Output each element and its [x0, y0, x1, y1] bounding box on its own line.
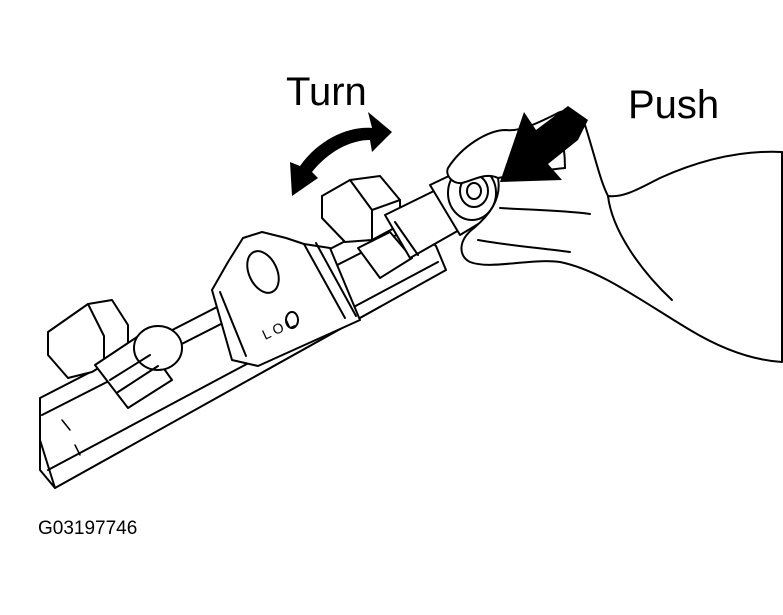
push-label: Push [628, 83, 719, 127]
turn-label: Turn [286, 70, 367, 114]
lower-injector [47, 299, 183, 409]
figure-code: G03197746 [38, 518, 137, 539]
retainer-clip [321, 175, 401, 243]
fuel-injector [357, 165, 499, 279]
bold-arrow-icon [500, 106, 588, 182]
mounting-bracket: L O L [211, 231, 361, 367]
hand [446, 110, 783, 363]
curved-double-arrow-icon [290, 112, 392, 196]
